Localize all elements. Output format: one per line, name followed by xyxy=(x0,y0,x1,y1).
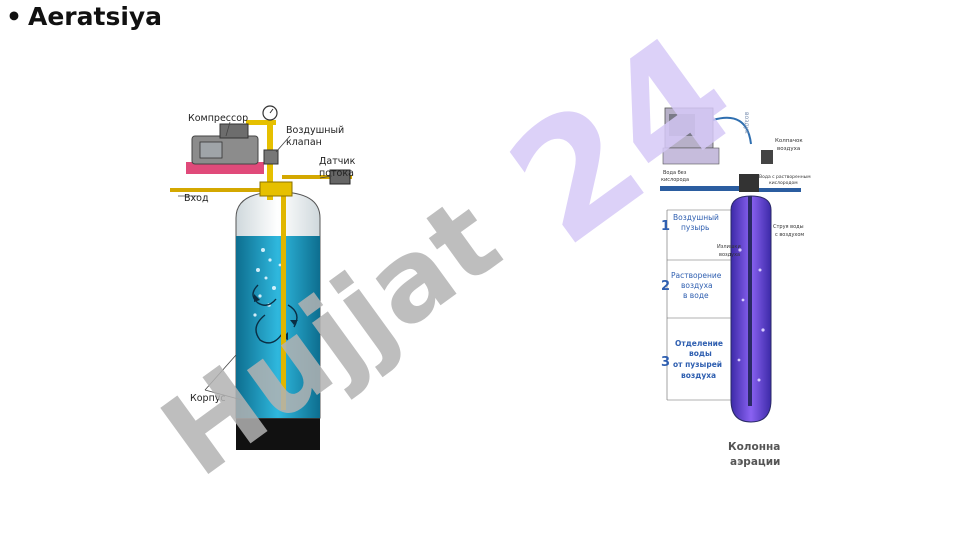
label-water-out-2: кислородом xyxy=(769,181,798,186)
stage-2-number: 2 xyxy=(661,279,670,294)
label-air-vertical: воздух xyxy=(743,112,750,134)
label-flow-sensor-1: Датчик xyxy=(319,156,356,167)
slide-title: •Aeratsiya xyxy=(6,2,162,31)
stage-1-line-1: Воздушный xyxy=(673,213,719,222)
air-cap xyxy=(761,150,773,164)
tank-head xyxy=(259,181,293,197)
tank-water xyxy=(236,236,320,418)
label-excess-air-2: воздуха xyxy=(719,252,740,258)
stage-2-line-2: воздуха xyxy=(681,281,713,290)
label-water-in-1: Вода без xyxy=(663,170,687,176)
label-jet-1: Струя воды xyxy=(773,224,804,230)
stage-1-number: 1 xyxy=(661,219,670,234)
title-bullet: • xyxy=(6,2,22,31)
right-aeration-diagram: воздух Колпачок воздуха Вода без кислоро… xyxy=(660,107,811,468)
outlet-pipe-r xyxy=(755,188,801,192)
label-air-valve-2: клапан xyxy=(286,137,322,148)
title-text: Aeratsiya xyxy=(27,2,163,31)
flow-arrows xyxy=(252,284,298,344)
label-body: Корпус xyxy=(190,393,226,404)
stage-1-line-2: пузырь xyxy=(681,223,709,232)
air-valve xyxy=(263,149,279,165)
label-air-cap-2: воздуха xyxy=(777,146,800,152)
label-jet-2: с воздухом xyxy=(775,232,804,238)
stage-3-line-2: воды xyxy=(689,349,712,358)
top-pipe xyxy=(246,120,276,125)
outlet-pipe xyxy=(282,175,352,179)
label-air-valve-1: Воздушный xyxy=(286,125,344,136)
stage-3-line-3: от пузырей xyxy=(673,360,722,369)
label-excess-air-1: Излишки xyxy=(717,244,741,250)
label-water-in-2: кислорода xyxy=(661,177,689,183)
flow-sensor xyxy=(329,169,351,185)
label-flow-sensor-2: потока xyxy=(319,168,354,179)
stage-2-line-1: Растворение xyxy=(671,271,722,280)
inlet-pipe-r xyxy=(660,186,740,191)
label-inlet: Вход xyxy=(184,193,209,204)
left-aeration-diagram: Компрессор Воздушный клапан Датчик поток… xyxy=(170,105,356,450)
stage-3-line-4: воздуха xyxy=(681,371,716,380)
tank-base xyxy=(236,418,320,450)
compressor-base xyxy=(186,162,264,174)
column-caption-1: Колонна xyxy=(728,441,780,453)
riser-pipe xyxy=(281,188,286,410)
stage-3-number: 3 xyxy=(661,355,670,370)
label-air-cap-1: Колпачок xyxy=(775,138,803,144)
label-compressor: Компрессор xyxy=(188,113,248,124)
column-caption-2: аэрации xyxy=(730,456,780,468)
stage-3-line-1: Отделение xyxy=(675,339,723,348)
column-bubbles xyxy=(737,248,765,382)
stage-2-line-3: в воде xyxy=(683,291,709,300)
head-r xyxy=(739,174,759,192)
label-water-out-1: Вода с растворенным xyxy=(759,174,811,180)
inlet-pipe xyxy=(170,188,266,192)
